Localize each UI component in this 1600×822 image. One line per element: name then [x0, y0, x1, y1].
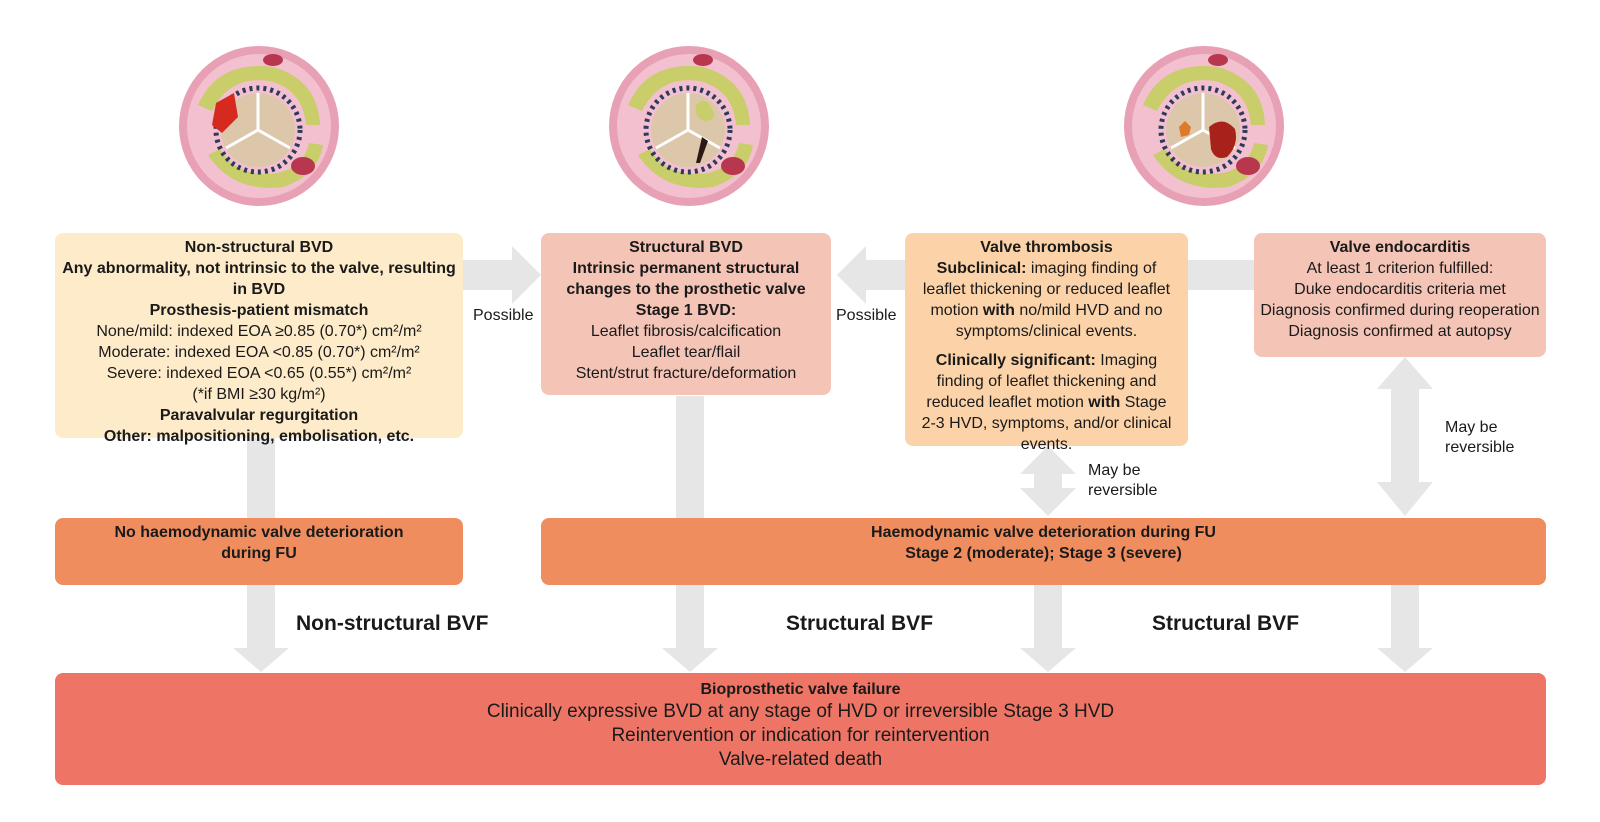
- arrow-nohvd-to-bvf: [233, 585, 289, 672]
- valve-structural-damage-illustration-icon: [609, 46, 769, 206]
- mismatch-line: Severe: indexed EOA <0.65 (0.55*) cm²/m²: [106, 365, 412, 382]
- stage1-line: Leaflet fibrosis/calcification: [590, 323, 782, 340]
- no-hvd-text: during FU: [221, 545, 297, 562]
- clinical-text: Clinically significant: Imaging: [905, 350, 1188, 371]
- bvf-line: Reintervention or indication for reinter…: [611, 725, 990, 746]
- structural-bvf-label: Structural BVF: [1152, 612, 1300, 635]
- valve-endocarditis-title: Valve endocarditis: [1329, 239, 1471, 256]
- valve-endocarditis-box: Valve endocarditis At least 1 criterion …: [1254, 233, 1546, 357]
- valve-thrombosis-box: Valve thrombosis Subclinical: imaging fi…: [905, 233, 1188, 453]
- possible-label: Possible: [836, 307, 897, 324]
- reversible-label-line: reversible: [1088, 482, 1158, 499]
- subclinical-text: leaflet thickening or reduced leaflet: [922, 281, 1171, 298]
- with-emphasis: with: [982, 302, 1015, 319]
- reversible-label: May be reversible: [1445, 418, 1514, 458]
- clinical-text-part: Stage: [1120, 394, 1167, 411]
- with-emphasis: with: [1088, 394, 1121, 411]
- structural-definition: Intrinsic permanent structural: [572, 260, 800, 277]
- endocarditis-criterion: Duke endocarditis criteria met: [1294, 281, 1506, 298]
- endocarditis-criterion: Diagnosis confirmed during reoperation: [1260, 302, 1540, 319]
- non-structural-bvd-box: Non-structural BVD Any abnormality, not …: [55, 233, 463, 445]
- connector-nonstructural-to-nohvd: [247, 438, 275, 518]
- valve-thrombosis-title: Valve thrombosis: [980, 239, 1113, 256]
- structural-bvd-title: Structural BVD: [629, 239, 743, 256]
- clinical-label: Clinically significant:: [935, 352, 1096, 369]
- bvf-line: Valve-related death: [718, 749, 883, 770]
- clinical-text: finding of leaflet thickening and: [936, 373, 1157, 390]
- connector-structural-to-hvd: [676, 396, 704, 518]
- hvd-text: Stage 2 (moderate); Stage 3 (severe): [905, 545, 1182, 562]
- arrow-thrombosis-to-structural: [837, 246, 905, 304]
- arrow-nonstructural-to-structural: [463, 246, 541, 304]
- reversible-label: May be reversible: [1088, 461, 1157, 501]
- reversible-label-line: May be: [1088, 462, 1141, 479]
- subclinical-text: motion with no/mild HVD and no: [905, 300, 1188, 321]
- mismatch-heading: Prosthesis-patient mismatch: [149, 302, 369, 319]
- structural-definition: changes to the prosthetic valve: [566, 281, 806, 298]
- non-structural-bvf-label: Non-structural BVF: [296, 612, 489, 635]
- mismatch-line: None/mild: indexed EOA ≥0.85 (0.70*) cm²…: [96, 323, 422, 340]
- reversible-label-line: reversible: [1445, 439, 1515, 456]
- subclinical-label: Subclinical:: [936, 260, 1027, 277]
- clinical-text: 2-3 HVD, symptoms, and/or clinical event…: [921, 415, 1172, 453]
- non-structural-bvd-title: Non-structural BVD: [184, 239, 334, 256]
- no-hvd-text: No haemodynamic valve deterioration: [114, 524, 404, 541]
- mismatch-line: Moderate: indexed EOA <0.85 (0.70*) cm²/…: [98, 344, 420, 361]
- clinical-text: reduced leaflet motion with Stage: [905, 392, 1188, 413]
- double-arrow-endocarditis-hvd: [1377, 357, 1433, 516]
- subclinical-text-part: motion: [930, 302, 983, 319]
- no-hvd-box: No haemodynamic valve deterioration duri…: [55, 518, 463, 585]
- non-structural-definition: Any abnormality, not intrinsic to the va…: [62, 260, 456, 298]
- stage1-line: Stent/strut fracture/deformation: [575, 365, 797, 382]
- clinical-text-part: reduced leaflet motion: [926, 394, 1089, 411]
- valve-leaflet-tear-illustration-icon: [179, 46, 339, 206]
- stage1-heading: Stage 1 BVD:: [635, 302, 737, 319]
- bvf-line: Clinically expressive BVD at any stage o…: [486, 701, 1115, 722]
- hvd-text: Haemodynamic valve deterioration during …: [871, 524, 1216, 541]
- arrow-hvd-to-bvf-2: [1020, 585, 1076, 672]
- stage1-line: Leaflet tear/flail: [631, 344, 741, 361]
- subclinical-text: Subclinical: imaging finding of: [905, 258, 1188, 279]
- clinical-text-part: Imaging: [1095, 352, 1158, 369]
- arrow-hvd-to-bvf-3: [1377, 585, 1433, 672]
- reversible-label-line: May be: [1445, 419, 1498, 436]
- hvd-box: Haemodynamic valve deterioration during …: [541, 518, 1546, 585]
- mismatch-footnote: (*if BMI ≥30 kg/m²): [192, 386, 326, 403]
- other-heading: Other: malpositioning, embolisation, etc…: [103, 428, 415, 445]
- bioprosthetic-valve-failure-box: Bioprosthetic valve failure Clinically e…: [55, 673, 1546, 785]
- arrow-hvd-to-bvf-1: [662, 585, 718, 672]
- possible-label: Possible: [473, 307, 534, 324]
- endocarditis-criterion: At least 1 criterion fulfilled:: [1306, 260, 1494, 277]
- endocarditis-criterion: Diagnosis confirmed at autopsy: [1288, 323, 1512, 340]
- bvf-title: Bioprosthetic valve failure: [700, 681, 901, 698]
- structural-bvd-box: Structural BVD Intrinsic permanent struc…: [541, 233, 831, 395]
- connector-thrombosis-endocarditis: [1188, 260, 1254, 290]
- double-arrow-thrombosis-hvd: [1020, 446, 1076, 516]
- subclinical-text-part: imaging finding of: [1026, 260, 1157, 277]
- structural-bvf-label: Structural BVF: [786, 612, 934, 635]
- valve-thrombus-vegetation-illustration-icon: [1124, 46, 1284, 206]
- subclinical-text-part: no/mild HVD and no: [1014, 302, 1163, 319]
- subclinical-text: symptoms/clinical events.: [955, 323, 1138, 340]
- paravalvular-heading: Paravalvular regurgitation: [159, 407, 359, 424]
